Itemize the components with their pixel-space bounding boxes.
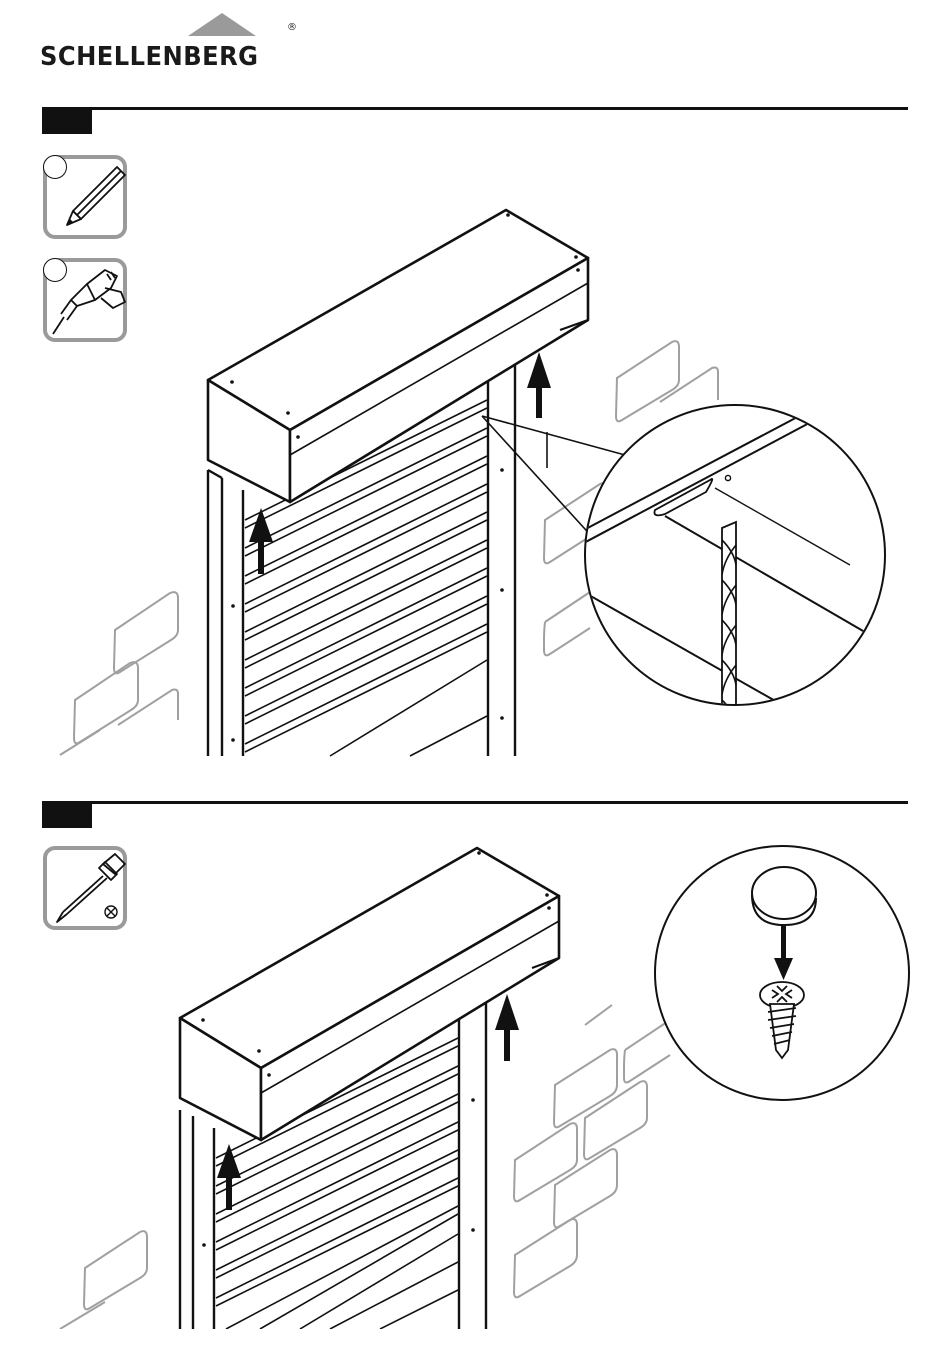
brick-wall-left	[60, 1231, 147, 1329]
brick-wall-right	[514, 1005, 670, 1297]
step-1-tab	[42, 110, 92, 134]
step-2-illustration	[0, 840, 950, 1329]
brand-name: SCHELLENBERG	[40, 44, 258, 70]
screw-cap-detail	[655, 846, 909, 1100]
brick-wall-left	[60, 592, 178, 755]
step-1-rule	[42, 107, 908, 110]
drill-hole-detail	[580, 368, 890, 720]
shutter-box	[208, 210, 588, 502]
step-1-illustration	[0, 200, 950, 760]
step-2-tab	[42, 804, 92, 828]
brand-logo: SCHELLENBERG ®	[40, 10, 270, 70]
registered-mark: ®	[287, 22, 297, 33]
step-2-rule	[42, 801, 908, 804]
shutter-box	[180, 848, 559, 1140]
